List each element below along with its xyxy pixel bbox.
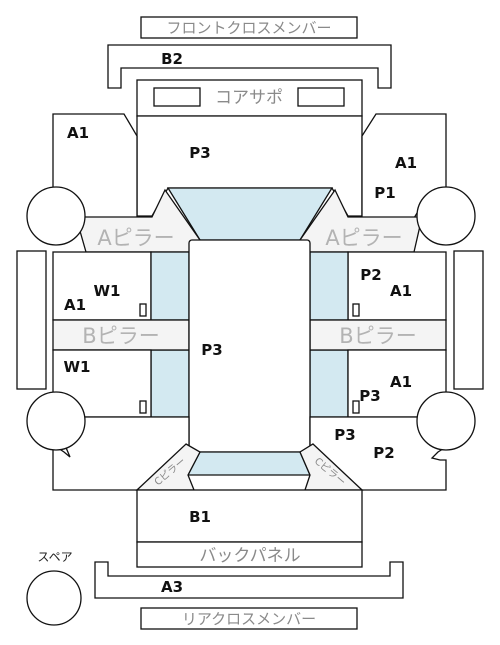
front-side-window-left[interactable] [150,251,190,321]
rear-quarter-left[interactable] [52,416,190,491]
core-support-label: コアサポ [215,88,283,108]
back-panel[interactable] [136,541,363,568]
rear-cross-member-label: リアクロスメンバー [182,610,316,628]
front-door-left-w-code: W1 [94,282,121,300]
front-wheel-left[interactable] [26,186,86,246]
front-door-left-a-code: A1 [64,296,86,314]
spare-tire[interactable] [26,570,82,626]
front-door-right-handle[interactable] [352,303,360,317]
front-fender-right-code: A1 [395,154,417,172]
rear-door-left-handle[interactable] [139,400,147,414]
side-step-left[interactable] [16,250,47,390]
rear-bumper-outline[interactable] [94,561,404,599]
headlight-left[interactable] [153,87,201,107]
front-door-right-p-code: P2 [360,266,381,284]
a-pillar-right-label: Aピラー [325,226,402,250]
rear-windshield[interactable] [186,451,311,476]
side-step-right[interactable] [453,250,484,390]
front-fender-left-code: A1 [67,124,89,142]
front-cross-member-label: フロントクロスメンバー [166,19,331,37]
hood-code: P3 [189,144,210,162]
rear-wheel-left[interactable] [26,391,86,451]
trunk-code: B1 [189,508,211,526]
headlight-right[interactable] [297,87,345,107]
front-bumper-outline[interactable] [107,44,392,89]
rear-bumper-code: A3 [161,578,183,596]
c-pillar-right[interactable] [299,443,364,491]
front-side-window-right[interactable] [309,251,349,321]
rear-door-left-code: W1 [64,358,91,376]
a-pillar-left-label: Aピラー [97,226,174,250]
b-pillar-right[interactable] [309,319,447,351]
rear-quarter-right-p3-code: P3 [334,426,355,444]
rear-door-right-handle[interactable] [352,400,360,414]
front-door-left-handle[interactable] [139,303,147,317]
rear-side-window-right[interactable] [309,349,349,418]
rear-side-window-left[interactable] [150,349,190,418]
front-fender-right-panel-code: P1 [374,184,395,202]
rear-door-left[interactable] [52,349,152,418]
rear-door-right-a-code: A1 [390,373,412,391]
rear-quarter-right-p2-code: P2 [373,444,394,462]
spare-tire-label: スペア [37,550,72,564]
trunk-lid[interactable] [136,489,363,543]
rear-door-right-p-code: P3 [359,387,380,405]
b-pillar-left[interactable] [52,319,190,351]
front-door-left[interactable] [52,251,152,321]
front-cross-member-panel[interactable] [140,16,358,39]
roof-code: P3 [201,341,222,359]
c-pillar-left[interactable] [135,443,201,491]
back-panel-label: バックパネル [199,546,300,566]
b-pillar-right-label: Bピラー [339,324,416,348]
front-bumper-code: B2 [161,50,183,68]
b-pillar-left-label: Bピラー [82,324,159,348]
front-wheel-right[interactable] [416,186,476,246]
rear-wheel-right[interactable] [416,391,476,451]
rear-cross-member-panel[interactable] [140,607,358,630]
front-door-right-a-code: A1 [390,282,412,300]
